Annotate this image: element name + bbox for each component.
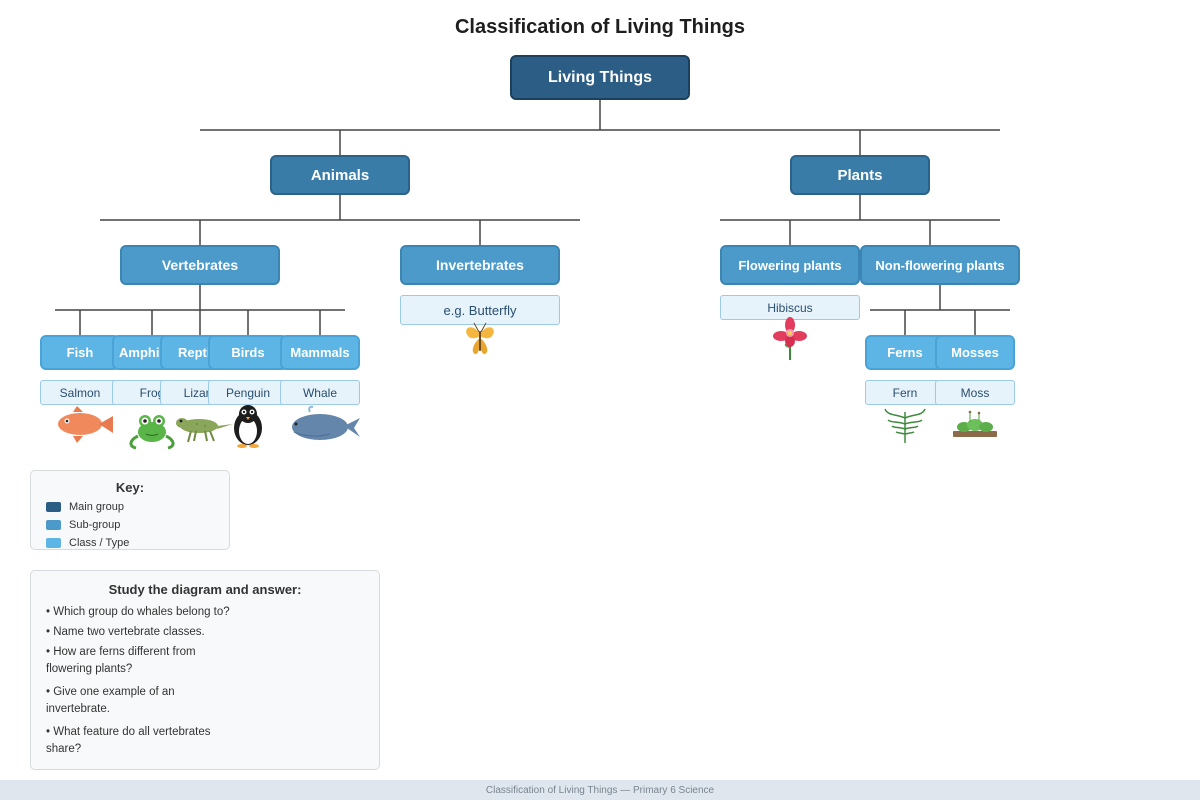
hibiscus-icon xyxy=(773,317,807,360)
moss-icon xyxy=(953,410,997,437)
example-whale: Whale xyxy=(280,380,360,405)
fish-icon xyxy=(58,406,113,443)
node-plants: Plants xyxy=(790,155,930,195)
key-swatch-main-group xyxy=(46,502,61,512)
key-label-sub-group: Sub-group xyxy=(69,519,121,531)
lizard-icon xyxy=(176,418,233,443)
penguin-icon xyxy=(234,405,262,448)
key-label-class-type: Class / Type xyxy=(69,537,130,549)
node-birds: Birds xyxy=(208,335,288,370)
key-item-main-group: Main group xyxy=(46,501,124,513)
butterfly-icon xyxy=(466,322,494,355)
key-label-main-group: Main group xyxy=(69,501,125,513)
question-item: • Which group do whales belong to? xyxy=(46,606,230,618)
node-flowering-plants: Flowering plants xyxy=(720,245,860,285)
key-item-sub-group: Sub-group xyxy=(46,519,120,531)
node-vertebrates: Vertebrates xyxy=(120,245,280,285)
node-mammals: Mammals xyxy=(280,335,360,370)
fern-icon xyxy=(884,408,926,443)
node-non-flowering-plants: Non-flowering plants xyxy=(860,245,1020,285)
key-swatch-sub-group xyxy=(46,520,61,530)
example-moss: Moss xyxy=(935,380,1015,405)
node-fish: Fish xyxy=(40,335,120,370)
node-living-things: Living Things xyxy=(510,55,690,100)
key-panel: Key: Main group Sub-group Class / Type xyxy=(30,470,230,550)
frog-icon xyxy=(129,415,175,450)
key-swatch-class-type xyxy=(46,538,61,548)
question-item: • What feature do all vertebrates share? xyxy=(46,726,211,755)
question-item: • How are ferns different from flowering… xyxy=(46,646,196,675)
node-invertebrates: Invertebrates xyxy=(400,245,560,285)
key-title: Key: xyxy=(115,480,145,495)
question-item: • Name two vertebrate classes. xyxy=(46,626,205,638)
example-salmon: Salmon xyxy=(40,380,120,405)
node-animals: Animals xyxy=(270,155,410,195)
question-item: • Give one example of an invertebrate. xyxy=(46,686,175,715)
footer: Classification of Living Things — Primar… xyxy=(0,780,1200,800)
node-mosses: Mosses xyxy=(935,335,1015,370)
example-fern: Fern xyxy=(865,380,945,405)
questions-title: Study the diagram and answer: xyxy=(108,582,302,597)
example-butterfly: e.g. Butterfly xyxy=(400,295,560,325)
example-penguin: Penguin xyxy=(208,380,288,405)
node-ferns: Ferns xyxy=(865,335,945,370)
example-hibiscus: Hibiscus xyxy=(720,295,860,320)
whale-icon xyxy=(292,405,360,440)
key-item-class-type: Class / Type xyxy=(46,537,129,549)
diagram-title: Classification of Living Things xyxy=(454,16,746,38)
questions-panel: Study the diagram and answer: • Which gr… xyxy=(30,570,380,770)
